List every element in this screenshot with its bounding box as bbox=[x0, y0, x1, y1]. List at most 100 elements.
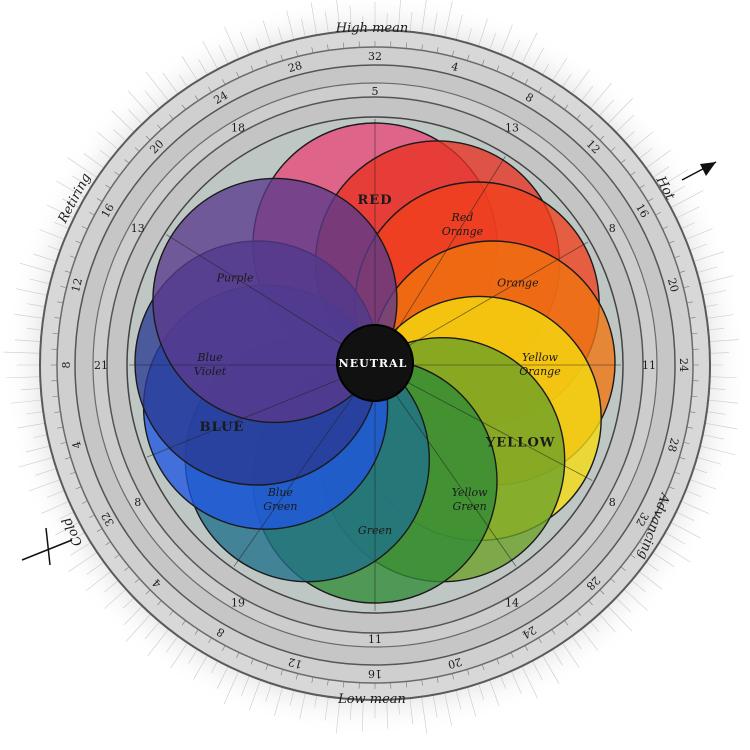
ring-tick bbox=[620, 566, 626, 571]
outer-ring-number: 16 bbox=[368, 667, 382, 680]
ring-tick bbox=[194, 629, 199, 635]
ring-tick bbox=[588, 600, 593, 606]
ring-tick bbox=[451, 673, 455, 680]
outer-ring-number: 32 bbox=[368, 50, 382, 63]
petal-label-blue-violet: Blue bbox=[196, 351, 223, 364]
ring-tick bbox=[96, 528, 103, 532]
outer-ring-number: 4 bbox=[450, 60, 460, 74]
ring-tick bbox=[342, 42, 345, 49]
ray bbox=[29, 477, 66, 492]
spoke bbox=[166, 234, 376, 366]
ring-tick bbox=[436, 47, 439, 54]
ring-tick bbox=[134, 147, 140, 152]
ring-tick bbox=[630, 171, 636, 176]
petal-sublabel-yellow-green: Green bbox=[453, 500, 487, 513]
ring-tick bbox=[662, 500, 669, 504]
spoke bbox=[146, 364, 376, 458]
ring-tick bbox=[124, 159, 130, 164]
ring-tick bbox=[265, 59, 269, 66]
ring-tick bbox=[599, 135, 605, 141]
ring-tick bbox=[311, 676, 314, 683]
hot-arrow-icon bbox=[681, 161, 717, 181]
ring-tick bbox=[327, 679, 329, 686]
ring-tick bbox=[60, 285, 67, 289]
ring-tick bbox=[405, 42, 408, 49]
ring-tick bbox=[481, 59, 485, 66]
ring-tick bbox=[524, 645, 528, 651]
ring-tick bbox=[236, 71, 240, 78]
outer-ring-number: 32 bbox=[99, 510, 117, 529]
ray bbox=[85, 567, 116, 592]
ring-tick bbox=[169, 114, 174, 120]
ring-tick bbox=[551, 95, 556, 101]
ray bbox=[666, 190, 704, 211]
ring-tick bbox=[114, 171, 120, 176]
ring-tick bbox=[145, 135, 151, 141]
ring-tick bbox=[668, 240, 675, 244]
outer-ring-number: 16 bbox=[99, 201, 117, 220]
ray bbox=[223, 666, 242, 705]
ring-tick bbox=[436, 676, 439, 683]
ring-tick bbox=[89, 514, 95, 518]
ring-tick bbox=[510, 652, 514, 659]
ring-tick bbox=[52, 332, 59, 335]
ray bbox=[56, 180, 90, 201]
ring-tick bbox=[236, 652, 240, 659]
spoke-lines bbox=[129, 119, 621, 611]
petal-label-yellow: YELLOW bbox=[485, 435, 555, 450]
ray bbox=[666, 519, 701, 539]
label-low-mean: Low mean bbox=[337, 692, 406, 707]
ring-tick bbox=[280, 669, 283, 676]
ring-tick bbox=[679, 270, 686, 273]
ray bbox=[498, 24, 513, 60]
outer-ring-number: 12 bbox=[69, 277, 85, 294]
ray bbox=[519, 32, 538, 69]
inner-ring-number: 13 bbox=[131, 222, 145, 235]
ring-tick bbox=[510, 71, 514, 78]
ray bbox=[202, 40, 221, 74]
petal-sublabel-blue-green: Green bbox=[263, 500, 297, 513]
ring-tick bbox=[64, 457, 71, 460]
ring-tick bbox=[96, 198, 103, 202]
ring-tick bbox=[467, 54, 470, 61]
ring-tick bbox=[691, 332, 698, 335]
petal-label-orange: Orange bbox=[497, 277, 539, 290]
ring-tick bbox=[222, 79, 226, 85]
ring-tick bbox=[265, 664, 269, 671]
ring-tick bbox=[60, 441, 67, 445]
ring-tick bbox=[647, 198, 654, 202]
ray bbox=[18, 455, 58, 468]
ray bbox=[443, 1, 453, 43]
ring-tick bbox=[481, 664, 485, 671]
inner-ring-number: 13 bbox=[505, 122, 519, 135]
ray bbox=[420, 691, 428, 734]
ring-tick bbox=[54, 317, 61, 319]
ray bbox=[3, 351, 46, 354]
ring-tick bbox=[105, 541, 111, 546]
ring-tick bbox=[421, 679, 423, 686]
ring-tick bbox=[662, 226, 669, 230]
petal-label-red: RED bbox=[358, 193, 393, 208]
outer-ring-number: 28 bbox=[665, 436, 681, 453]
ray bbox=[695, 275, 735, 286]
ring-tick bbox=[54, 411, 61, 413]
ring-tick bbox=[181, 104, 186, 110]
ring-tick bbox=[588, 124, 593, 130]
ring-tick bbox=[686, 301, 693, 304]
ring-tick bbox=[169, 610, 174, 616]
ray bbox=[170, 638, 191, 669]
petal-labels: REDRedOrangeOrangeYellowOrangeYELLOWYell… bbox=[194, 193, 561, 537]
ring-tick bbox=[57, 426, 64, 429]
ray bbox=[699, 422, 738, 430]
ring-tick bbox=[674, 471, 681, 475]
petal-label-yellow-orange: Yellow bbox=[522, 351, 558, 364]
ring-tick bbox=[576, 610, 581, 616]
ring-tick bbox=[620, 159, 626, 164]
ring-tick bbox=[689, 411, 696, 413]
outer-ring-number: 32 bbox=[633, 510, 651, 529]
ring-tick bbox=[157, 124, 162, 130]
spoke bbox=[374, 364, 517, 567]
ring-tick bbox=[679, 457, 686, 460]
ray bbox=[147, 624, 173, 656]
